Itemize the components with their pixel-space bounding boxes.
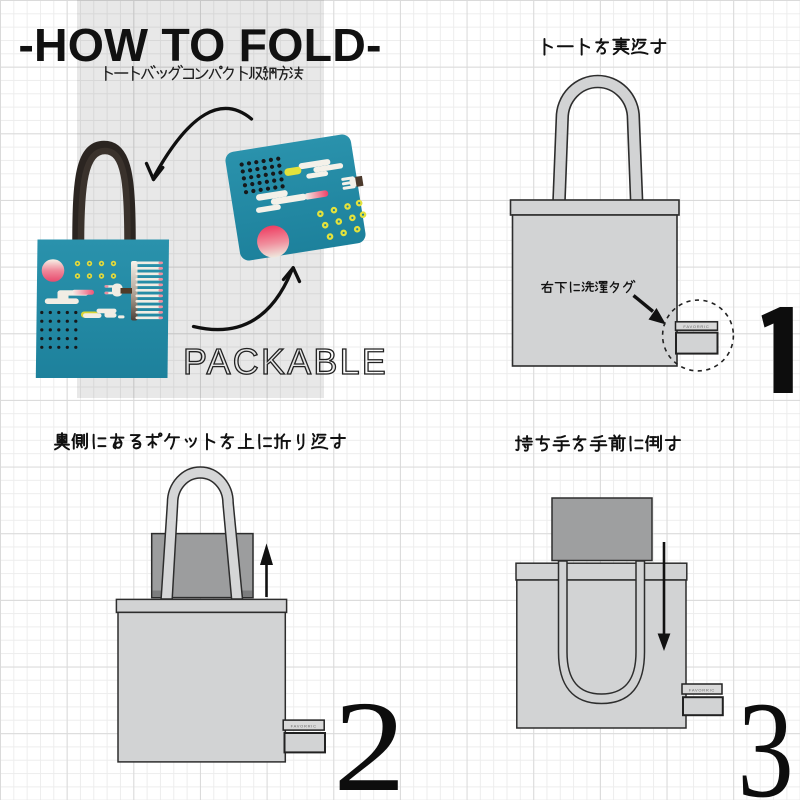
- svg-text:FAVORRIC: FAVORRIC: [683, 324, 709, 329]
- svg-text:FAVORRIC: FAVORRIC: [689, 687, 715, 692]
- svg-text:FAVORRIC: FAVORRIC: [291, 723, 317, 728]
